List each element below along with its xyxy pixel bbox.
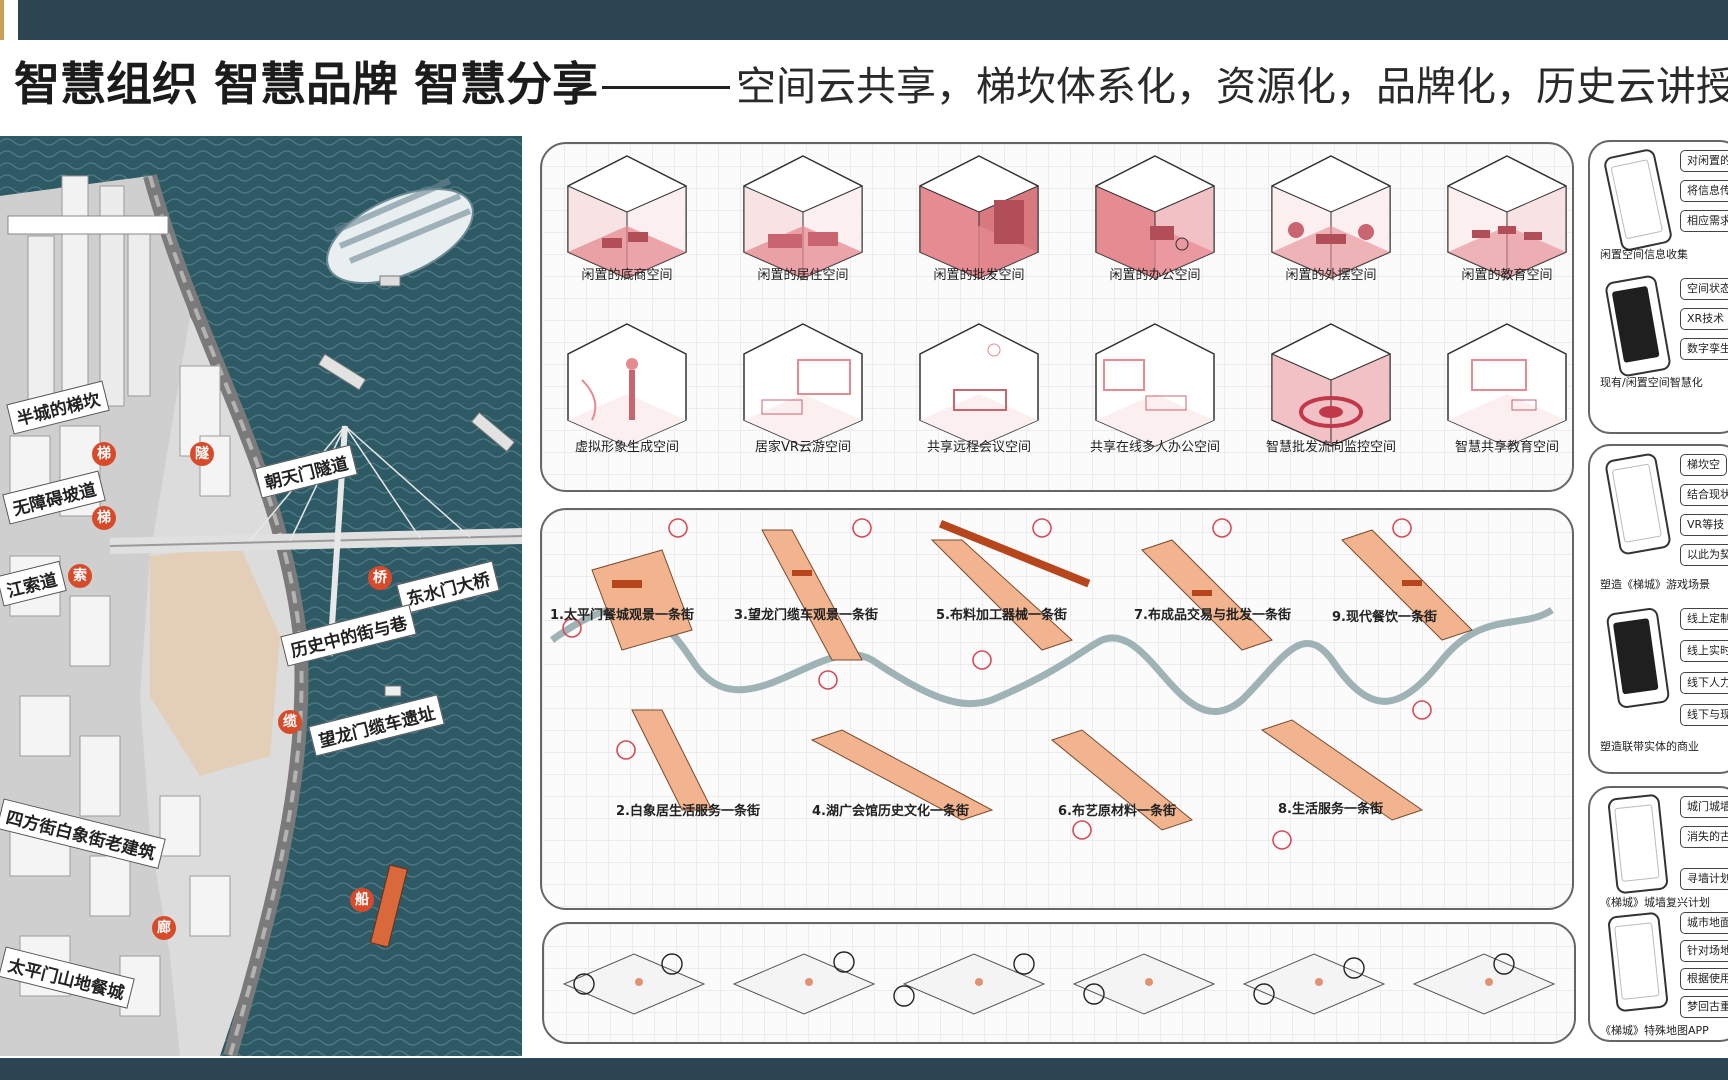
smart-space-cube (1095, 323, 1215, 447)
smart-space-label: 共享远程会议空间 (926, 440, 1031, 455)
phone-mockup (1602, 147, 1674, 253)
title-bold: 智慧组织 智慧品牌 智慧分享 (14, 57, 599, 111)
info-tag: 相应需求 (1680, 210, 1728, 232)
info-tag: 城市地面 (1680, 912, 1728, 934)
panel-caption: 塑造联带实体的商业 (1600, 740, 1699, 753)
street-label: 7.布成品交易与批发一条街 (1134, 608, 1291, 623)
info-tag: 消失的古 (1680, 826, 1728, 848)
smart-space-label: 虚拟形象生成空间 (574, 440, 679, 455)
street-label: 4.湖广会馆历史文化一条街 (812, 804, 969, 819)
smart-space-cube (743, 323, 863, 447)
panel-caption: 塑造《梯城》游戏场景 (1600, 578, 1710, 591)
smart-space-cube (1447, 323, 1567, 447)
idle-space-cube (743, 155, 863, 279)
info-tag: 数字孪生 (1680, 338, 1728, 360)
corridor-icon: 廊 (152, 916, 176, 940)
street-label: 6.布艺原材料一条街 (1058, 804, 1176, 819)
city-map-illustration: 半城的梯坎 梯 无障碍坡道 梯 江索道 索 隧 朝天门隧道 桥 东水门大桥 历史… (0, 136, 522, 1056)
street-label: 9.现代餐饮一条街 (1332, 610, 1437, 625)
top-bar-accent-line (0, 0, 4, 40)
idle-space-label: 闲置的外摆空间 (1285, 268, 1377, 283)
info-tag: XR技术 (1680, 308, 1728, 330)
info-tag: 对闲置的 (1680, 150, 1728, 172)
city-wall-panel: 城门城墙 消失的古 寻墙计划 《梯城》城墙复兴计划 城市地面 针对场地 根据使用… (1588, 786, 1728, 1042)
stair-street-system-panel: 1.太平门餐城观景一条街 3.望龙门缆车观景一条街 5.布料加工器械一条街 7.… (540, 508, 1574, 910)
info-tag: 城门城墙 (1680, 796, 1728, 818)
info-tag: 将信息传 (1680, 180, 1728, 202)
panel-caption: 《梯城》城墙复兴计划 (1600, 896, 1710, 909)
info-tag: 线下人力 (1680, 672, 1728, 694)
game-scene-panel: 梯坎空 结合现状 VR等技 以此为契 塑造《梯城》游戏场景 线上定制 线上实时 … (1588, 444, 1728, 774)
title-subtitle: 空间云共享，梯坎体系化，资源化，品牌化，历史云讲授 (736, 64, 1728, 110)
panel-caption: 《梯城》特殊地图APP (1600, 1024, 1709, 1037)
idle-space-cube (1095, 155, 1215, 279)
info-tag: 梯坎空 (1680, 454, 1727, 476)
top-bar (0, 0, 1728, 40)
top-bar-accent (0, 0, 18, 40)
cable-car-icon: 缆 (278, 710, 302, 734)
phone-mockup (1607, 911, 1669, 1013)
info-tag: 以此为契 (1680, 544, 1728, 566)
info-tag: 梦回古重庆 (1680, 996, 1728, 1018)
phone-mockup (1604, 274, 1672, 378)
smart-space-cube (567, 323, 687, 447)
idle-space-cube (1271, 155, 1391, 279)
info-tag: 寻墙计划 (1680, 868, 1728, 890)
smart-space-label: 共享在线多人办公空间 (1089, 440, 1220, 455)
cableway-icon: 索 (68, 564, 92, 588)
phone-mockup (1604, 452, 1672, 556)
info-tag: 结合现状 (1680, 484, 1728, 506)
info-tag: VR等技 (1680, 514, 1728, 536)
boat-icon: 船 (350, 888, 374, 912)
bridge-icon: 桥 (368, 566, 392, 590)
tunnel-icon: 隧 (190, 442, 214, 466)
info-tag: 线上实时 (1680, 640, 1728, 662)
bottom-bar (0, 1058, 1728, 1080)
street-label: 2.白象居生活服务一条街 (616, 804, 760, 819)
history-cloud-panel (542, 922, 1576, 1044)
page-title: 智慧组织 智慧品牌 智慧分享 空间云共享，梯坎体系化，资源化，品牌化，历史云讲授 (14, 54, 1728, 114)
idle-space-cube (567, 155, 687, 279)
title-dash (602, 86, 731, 89)
ramp-icon: 梯 (92, 506, 116, 530)
info-tag: 线下与现 (1680, 704, 1728, 726)
idle-space-label: 闲置的教育空间 (1461, 268, 1553, 283)
info-tag: 针对场地 (1680, 940, 1728, 962)
street-label: 1.太平门餐城观景一条街 (550, 608, 694, 623)
map-drawing (0, 136, 522, 1056)
street-flow-drawing (549, 518, 1554, 850)
idle-space-label: 闲置的居住空间 (757, 268, 849, 283)
idle-space-label: 闲置的底商空间 (581, 268, 673, 283)
idle-space-label: 闲置的批发空间 (933, 268, 1025, 283)
history-vignettes (562, 951, 1556, 1015)
space-sharing-panel: 闲置的底商空间 闲置的居住空间 闲置的批发空间 闲置的办公空间 (540, 142, 1574, 492)
smart-space-label: 居家VR云游空间 (755, 440, 851, 455)
phone-mockup (1605, 606, 1671, 710)
smart-space-cube (919, 323, 1039, 447)
idle-space-cube (1447, 155, 1567, 279)
street-label: 3.望龙门缆车观景一条街 (734, 608, 878, 623)
info-tag: 根据使用 (1680, 968, 1728, 990)
smart-space-label: 智慧批发流向监控空间 (1265, 440, 1396, 455)
street-label: 8.生活服务一条街 (1278, 802, 1383, 817)
info-tag: 空间状态 (1680, 278, 1728, 300)
street-label: 5.布料加工器械一条街 (936, 608, 1067, 623)
idle-info-panel: 对闲置的 将信息传 相应需求 闲置空间信息收集 空间状态 XR技术 数字孪生 现… (1588, 140, 1728, 434)
smart-space-label: 智慧共享教育空间 (1454, 440, 1559, 455)
panel-caption: 闲置空间信息收集 (1600, 248, 1688, 261)
idle-space-cube (919, 155, 1039, 279)
smart-space-cube (1271, 323, 1391, 447)
stairs-icon: 梯 (92, 442, 116, 466)
idle-space-label: 闲置的办公空间 (1109, 268, 1201, 283)
panel-caption: 现有/闲置空间智慧化 (1600, 376, 1703, 389)
info-tag: 线上定制 (1680, 608, 1728, 630)
phone-mockup (1607, 793, 1669, 895)
